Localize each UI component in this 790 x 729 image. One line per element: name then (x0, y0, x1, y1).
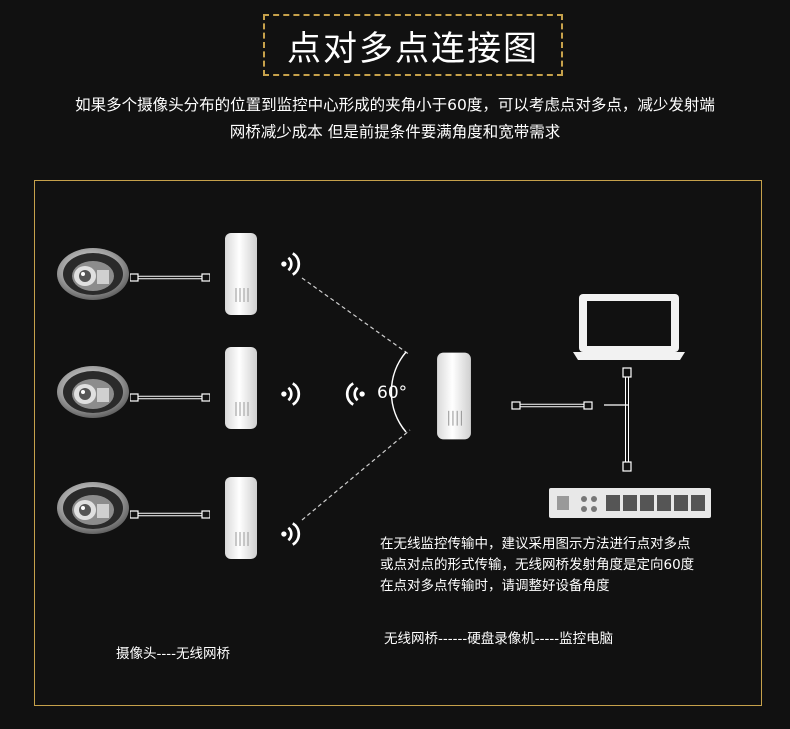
ethernet-cable-icon (130, 273, 210, 282)
note-line-1: 在无线监控传输中，建议采用图示方法进行点对多点 (380, 536, 691, 552)
page-title: 点对多点连接图 (287, 28, 539, 69)
dome-camera-icon (57, 482, 129, 534)
signal-waves-icon (280, 381, 301, 407)
ethernet-cable-icon (511, 401, 593, 410)
network-switch-icon (549, 488, 711, 518)
diagram-note: 在无线监控传输中，建议采用图示方法进行点对多点 或点对点的形式传输，无线网桥发射… (380, 534, 760, 597)
signal-waves-icon (280, 521, 301, 547)
coverage-line (301, 429, 411, 521)
wireless-bridge-icon (224, 476, 258, 560)
vertical-cable (622, 367, 632, 472)
signal-waves-icon (345, 381, 366, 407)
title-frame: 点对多点连接图 (263, 14, 563, 76)
note-line-3: 在点对多点传输时，请调整好设备角度 (380, 578, 610, 594)
receiver-bridge-icon (436, 352, 472, 440)
bridge-dvr-pc-caption: 无线网桥------硬盘录像机-----监控电脑 (384, 631, 614, 647)
camera-bridge-caption: 摄像头----无线网桥 (116, 646, 230, 662)
signal-waves-icon (280, 251, 301, 277)
intro-line-1: 如果多个摄像头分布的位置到监控中心形成的夹角小于60度，可以考虑点对多点，减少发… (75, 96, 715, 114)
intro-text: 如果多个摄像头分布的位置到监控中心形成的夹角小于60度，可以考虑点对多点，减少发… (10, 92, 780, 146)
intro-line-2: 网桥减少成本 但是前提条件要满角度和宽带需求 (229, 123, 561, 141)
wireless-bridge-icon (224, 346, 258, 430)
ethernet-cable-icon (130, 393, 210, 402)
dome-camera-icon (57, 366, 129, 418)
angle-arc (390, 351, 407, 433)
ethernet-cable-icon (130, 510, 210, 519)
wireless-bridge-icon (224, 232, 258, 316)
laptop-icon (573, 294, 685, 360)
note-line-2: 或点对点的形式传输，无线网桥发射角度是定向60度 (380, 557, 695, 573)
diagram-frame (34, 180, 762, 706)
angle-label: 60° (377, 383, 407, 403)
coverage-line (301, 277, 411, 356)
dome-camera-icon (57, 248, 129, 300)
